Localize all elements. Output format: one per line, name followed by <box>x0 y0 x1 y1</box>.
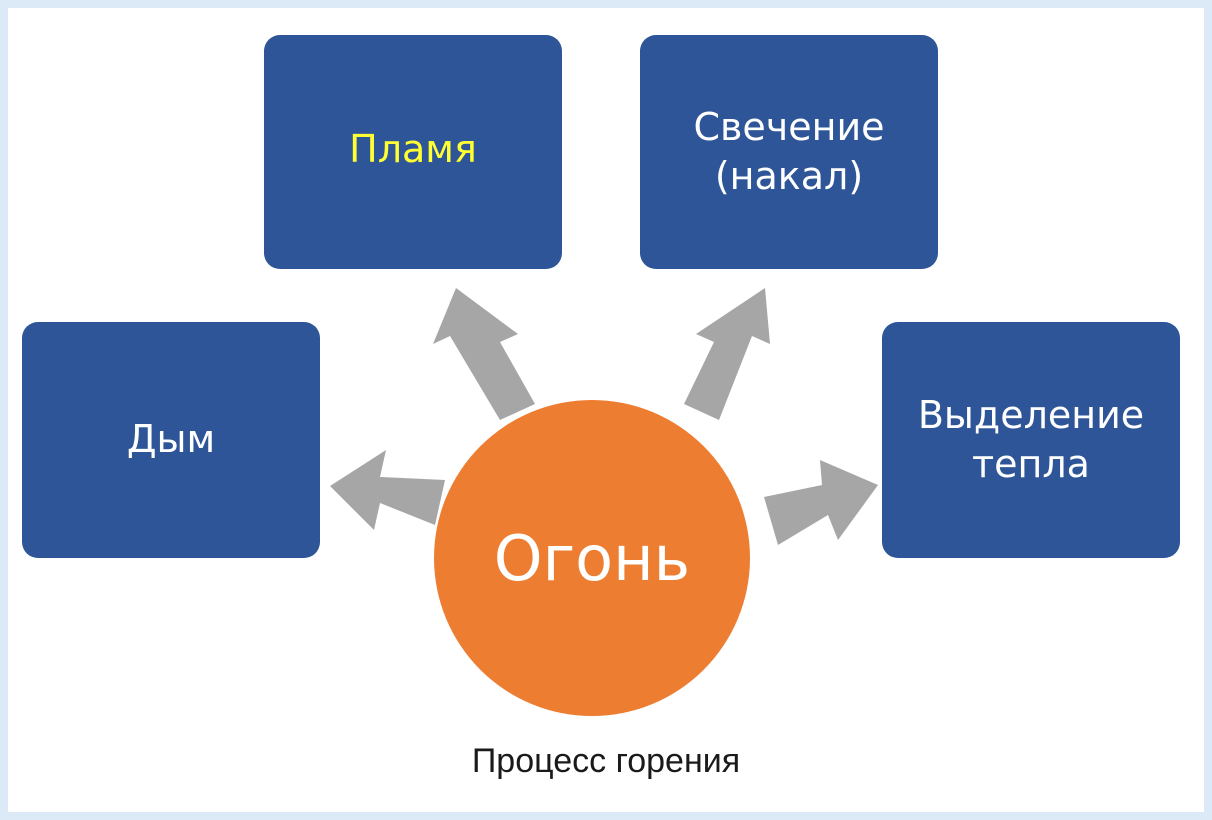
center-fire-node: Огонь <box>434 400 750 716</box>
node-flame: Пламя <box>264 35 562 269</box>
node-smoke-label: Дым <box>126 417 216 462</box>
node-glow-label-line2: (накал) <box>714 154 864 198</box>
diagram-caption: Процесс горения <box>471 742 741 780</box>
node-heat-label-line2: тепла <box>972 442 1090 486</box>
arrow-to-flame <box>433 288 535 420</box>
node-smoke: Дым <box>22 322 320 558</box>
node-heat: Выделение тепла <box>882 322 1180 558</box>
arrow-to-glow <box>684 288 770 420</box>
arrow-to-smoke <box>330 450 445 530</box>
node-flame-label: Пламя <box>349 127 477 172</box>
node-glow: Свечение (накал) <box>640 35 938 269</box>
arrow-to-heat <box>764 460 878 545</box>
center-fire-label: Огонь <box>493 521 691 595</box>
node-glow-label-line1: Свечение <box>693 104 885 149</box>
node-heat-label-line1: Выделение <box>917 392 1145 437</box>
